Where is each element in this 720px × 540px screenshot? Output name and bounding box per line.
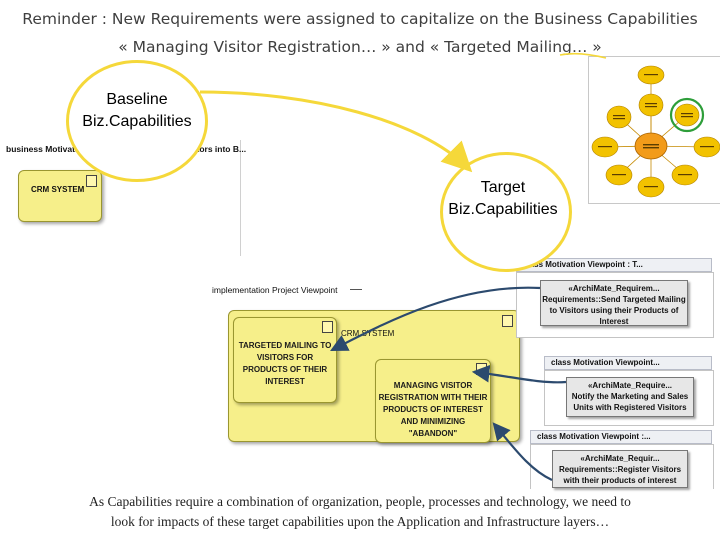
target-bubble-line-1: Target [480,179,526,196]
requirement-1-stereotype: «ArchiMate_Requirem... [568,284,660,293]
crm-system-label: CRM SYSTEM [341,329,395,338]
requirement-2-stereotype: «ArchiMate_Require... [587,381,673,390]
panel-edge [240,140,241,256]
requirement-3-box: «ArchiMate_Requir... Requirements::Regis… [552,450,688,488]
mindmap-node-text-marks [598,74,714,188]
capability-visitor-registration-label: MANAGING VISITOR REGISTRATION WITH THEIR… [378,381,488,438]
requirement-2-text: Notify the Marketing and Sales Units wit… [571,392,689,412]
baseline-capabilities-bubble [66,60,208,182]
capability-targeted-mailing-label: TARGETED MAILING TO VISITORS FOR PRODUCT… [238,341,332,386]
requirement-2-trace-arrow [471,364,567,384]
mindmap-center-node [634,132,668,160]
capability-mindmap-thumbnail [588,56,720,204]
requirement-3-stereotype: «ArchiMate_Requir... [580,454,660,463]
baseline-to-target-arrow [199,90,473,173]
requirement-2-box: «ArchiMate_Require... Notify the Marketi… [566,377,694,417]
highlighted-capability-ring [669,97,705,133]
implementation-viewpoint-title: implementation Project Viewpoint [212,285,338,295]
capability-targeted-mailing: TARGETED MAILING TO VISITORS FOR PRODUCT… [233,317,337,403]
requirement-3-text: Requirements::Register Visitors with the… [558,465,682,485]
footer-line-1: As Capabilities require a combination of… [89,494,631,509]
component-icon [86,175,97,187]
implementation-viewpoint-panel: implementation Project Viewpoint CRM SYS… [206,280,520,443]
mindmap-graphic [591,65,720,198]
slide-title-line-2: « Managing Visitor Registration… » and «… [118,38,602,56]
requirement-1-text: Requirements::Send Targeted Mailing to V… [542,295,686,326]
requirement-1-trace-arrow [330,286,541,352]
component-icon [322,321,333,333]
crm-system-label: CRM SYSTEM [31,185,85,194]
requirement-1-box: «ArchiMate_Requirem... Requirements::Sen… [540,280,688,326]
requirement-3-trace-arrow [492,422,553,482]
crm-system-component: CRM SYSTEM [18,170,102,222]
baseline-bubble-line-2: Biz.Capabilities [82,113,192,130]
title-rule [350,289,362,290]
requirement-2-viewpoint-header: class Motivation Viewpoint... [544,356,712,370]
requirement-3-viewpoint-header: class Motivation Viewpoint :... [530,430,712,444]
baseline-bubble-line-1: Baseline [106,91,168,108]
target-bubble-line-2: Biz.Capabilities [448,201,558,218]
target-to-mindmap-link [559,52,607,59]
capability-visitor-registration: MANAGING VISITOR REGISTRATION WITH THEIR… [375,359,491,443]
component-icon [502,315,513,327]
crm-system-container: CRM SYSTEM TARGETED MAILING TO VISITORS … [228,310,520,443]
slide-title-line-1: Reminder : New Requirements were assigne… [22,10,698,28]
footer-line-2: look for impacts of these target capabil… [110,514,610,529]
